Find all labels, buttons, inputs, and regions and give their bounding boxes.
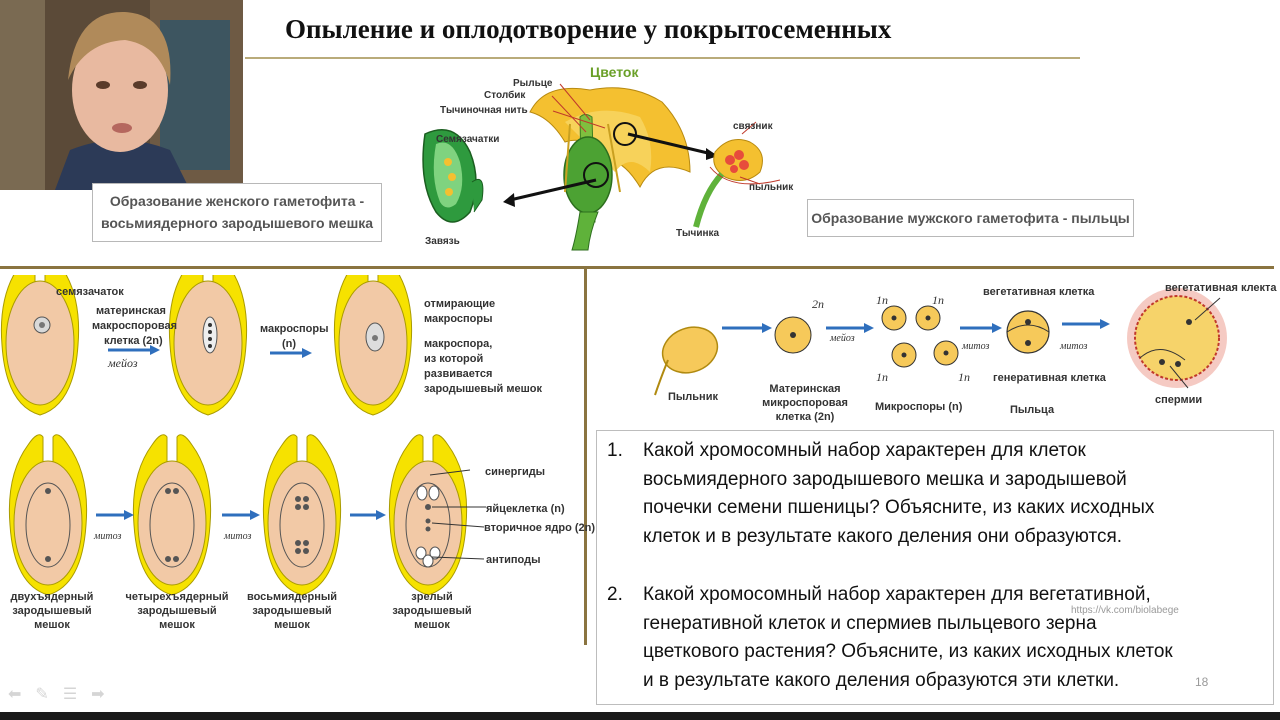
surviving-label-line1: макроспора,	[424, 338, 493, 350]
female-box-line1: Образование женского гаметофита -	[109, 193, 365, 209]
dying-label-line2: макроспоры	[424, 313, 493, 325]
mmc-label-line3: клетка (2n)	[104, 335, 163, 347]
pollen-label: Пыльца	[1010, 404, 1055, 416]
vegetative-cell-label: вегетативная клетка	[983, 286, 1095, 298]
ploidy-2n-label: 2n	[812, 297, 824, 311]
title-divider	[245, 57, 1080, 59]
microspore-1n-b: 1n	[932, 293, 944, 307]
question-1-line2: восьмиядерного зародышевого мешка и заро…	[643, 468, 1127, 490]
menu-icon[interactable]: ☰	[62, 686, 78, 703]
slide-nav-toolbar: ⬅ ✎ ☰ ➡	[8, 684, 105, 704]
mitosis-label-1: митоз	[94, 531, 122, 542]
microspore-1n-a: 1n	[876, 293, 888, 307]
macrospores-label: макроспоры	[260, 323, 329, 335]
question-1-number: 1.	[607, 440, 623, 461]
style-label: Столбик	[484, 90, 526, 101]
generative-cell-label: генеративная клетка	[993, 372, 1106, 384]
question-2: 2. Какой хромосомный набор характерен дл…	[607, 581, 1267, 695]
male-mitosis-label-1: митоз	[962, 341, 990, 352]
filament-label: Тычиночная нить	[440, 105, 528, 116]
question-1-line4: клеток и в результате какого деления они…	[643, 525, 1123, 547]
watermark-link: https://vk.com/biolabege	[1071, 605, 1179, 616]
antipodes-label: антиподы	[486, 554, 541, 566]
vegetative-cell-label-2: вегетативная клекта	[1165, 282, 1277, 294]
flower-label: Цветок	[590, 64, 639, 80]
surviving-label-line2: из которой	[424, 353, 484, 365]
vertical-divider	[584, 269, 587, 645]
question-1-line1: Какой хромосомный набор характерен для к…	[643, 440, 1086, 461]
mitosis-label-2: митоз	[224, 531, 252, 542]
question-2-line2: генеративной клеток и спермиев пыльцевог…	[643, 612, 1097, 634]
stigma-label: Рыльце	[513, 78, 553, 89]
microspore-1n-c: 1n	[876, 370, 888, 384]
pen-icon[interactable]: ✎	[35, 686, 49, 703]
question-2-number: 2.	[607, 584, 623, 605]
bottom-bar	[0, 712, 1280, 720]
horizontal-divider	[0, 266, 1274, 269]
ovules-label: Семязачатки	[436, 134, 500, 145]
secondary-nucleus-label: вторичное ядро (2n)	[484, 522, 596, 534]
ovary-label: Завязь	[425, 236, 460, 247]
slide-number: 18	[1195, 675, 1209, 689]
flower-diagram	[422, 83, 781, 251]
anther-label: пыльник	[749, 182, 794, 193]
next-slide-icon[interactable]: ➡	[91, 686, 105, 703]
question-2-line4: и в результате какого деления образуются…	[643, 669, 1120, 691]
meiosis-label: мейоз	[108, 356, 138, 370]
synergids-label: синергиды	[485, 466, 546, 478]
mmc-label-line2: макроспоровая	[92, 320, 177, 332]
surviving-label-line4: зародышевый мешок	[424, 383, 543, 395]
male-mitosis-label-2: митоз	[1060, 341, 1088, 352]
presenter-image	[0, 0, 243, 190]
question-1: 1. Какой хромосомный набор характерен дл…	[607, 437, 1267, 551]
page-title: Опыление и оплодотворение у покрытосемен…	[285, 14, 892, 44]
macrospores-ploidy: (n)	[282, 338, 297, 350]
microspore-1n-d: 1n	[958, 370, 970, 384]
dying-label-line1: отмирающие	[424, 298, 496, 310]
surviving-label-line3: развивается	[424, 368, 493, 380]
sperm-label: спермии	[1155, 394, 1203, 406]
female-development-diagram	[0, 275, 486, 596]
ovule-label: семязачаток	[56, 286, 124, 298]
female-box-line2: восьмиядерного зародышевого мешка	[100, 215, 374, 231]
question-2-line1: Какой хромосомный набор характерен для в…	[643, 584, 1151, 605]
male-gametophyte-box: Образование мужского гаметофита - пыльцы	[807, 199, 1134, 237]
questions-box: 1. Какой хромосомный набор характерен дл…	[596, 430, 1274, 705]
female-gametophyte-box: Образование женского гаметофита - восьми…	[92, 183, 382, 242]
microspores-label: Микроспоры (n)	[875, 401, 963, 413]
connective-label: связник	[733, 121, 773, 132]
male-development-diagram	[654, 288, 1227, 396]
male-meiosis-label: мейоз	[830, 333, 855, 344]
question-2-line3: цветкового растения? Объясните, из каких…	[643, 641, 1173, 662]
egg-cell-label: яйцеклетка (n)	[486, 503, 565, 515]
question-1-line3: почечки семени пшеницы? Объясните, из ка…	[643, 497, 1155, 518]
mmc-label-line1: материнская	[96, 305, 166, 317]
prev-slide-icon[interactable]: ⬅	[8, 686, 22, 703]
webcam-presenter	[0, 0, 243, 190]
stamen-label: Тычинка	[676, 228, 720, 239]
pollen-anther-label: Пыльник	[668, 391, 718, 403]
